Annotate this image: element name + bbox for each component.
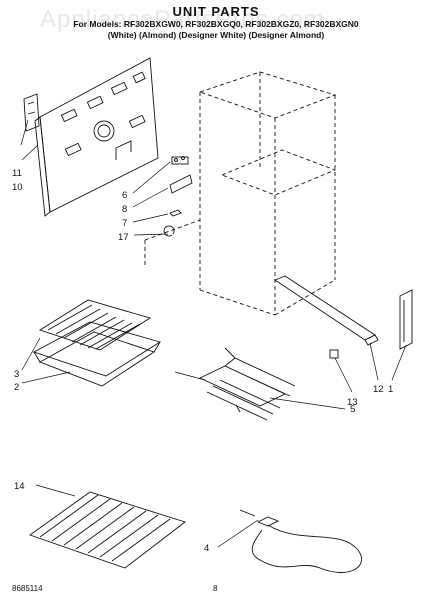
clip-part-8 [169,174,193,194]
watermark: AppliancePartsPros.com [40,6,325,33]
cabinet-frame [144,71,337,316]
callout-17: 17 [118,232,129,243]
leader-lines [20,119,407,548]
callout-3: 3 [14,369,19,380]
bake-element-part [239,509,362,573]
clip-part-17 [163,225,175,237]
callout-labels: 11 10 6 8 7 17 3 2 5 13 12 1 14 4 [12,168,393,554]
callout-12: 12 [373,384,384,395]
models-line: For Models: RF302BXGW0, RF302BXGQ0, RF30… [73,19,359,29]
broiler-pan-part [32,299,162,387]
footer-code: 8685114 [12,584,43,593]
clip-part-6 [171,156,189,165]
broil-element-part [174,347,296,421]
callout-2: 2 [14,382,19,393]
callout-6: 6 [122,190,127,201]
callout-14: 14 [14,481,25,492]
callout-10: 10 [12,182,23,193]
small-clip-part-13 [329,349,339,359]
bracket-part [23,93,40,132]
oven-rack-part [29,491,186,569]
callout-11: 11 [12,168,22,179]
callout-1: 1 [388,384,393,395]
clip-part-7 [169,209,182,217]
colors-line: (White) (Almond) (Designer White) (Desig… [107,30,325,40]
side-rail-part [274,275,379,346]
page-title: UNIT PARTS [172,4,260,19]
callout-8: 8 [122,204,127,215]
end-bracket-part [399,289,413,350]
callout-4: 4 [204,543,209,554]
rear-panel-part [34,57,159,217]
callout-7: 7 [122,218,127,229]
footer-page-number: 8 [213,584,218,593]
callout-5: 5 [350,404,355,415]
callout-13: 13 [347,397,358,408]
